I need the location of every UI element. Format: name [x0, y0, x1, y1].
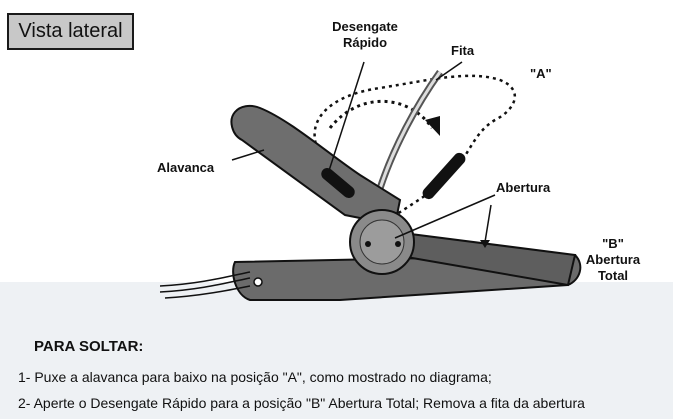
lever — [230, 104, 402, 227]
opening-label: Abertura — [496, 180, 551, 195]
background-band — [0, 282, 673, 419]
instruction-step-2: 2- Aperte o Desengate Rápido para a posi… — [18, 395, 585, 411]
leader-quick-release — [325, 61, 365, 181]
position-b-label: "B" — [602, 236, 624, 251]
full-opening-label-line1: Abertura — [585, 252, 641, 267]
position-a-label: "A" — [530, 66, 552, 81]
leader-opening — [394, 194, 496, 239]
quick-release-label-line1: Desengate — [332, 19, 398, 34]
lever-slot — [321, 168, 355, 198]
strap-label: Fita — [451, 43, 475, 58]
buckle-diagram — [159, 61, 582, 301]
full-opening-label-line2: Total — [597, 268, 629, 283]
instructions-heading: PARA SOLTAR: — [34, 338, 144, 355]
view-title: Vista lateral — [7, 13, 134, 50]
position-a-slot — [422, 152, 466, 200]
movement-arrow — [328, 99, 434, 129]
leader-lever — [231, 149, 265, 161]
lever-label: Alavanca — [157, 160, 215, 175]
quick-release-label-line2: Rápido — [342, 35, 388, 50]
leader-full-opening — [484, 204, 492, 243]
instruction-step-1: 1- Puxe a alavanca para baixo na posição… — [18, 369, 492, 385]
leader-strap — [435, 61, 463, 81]
webbing — [159, 271, 251, 299]
movement-arrowhead — [425, 116, 440, 136]
